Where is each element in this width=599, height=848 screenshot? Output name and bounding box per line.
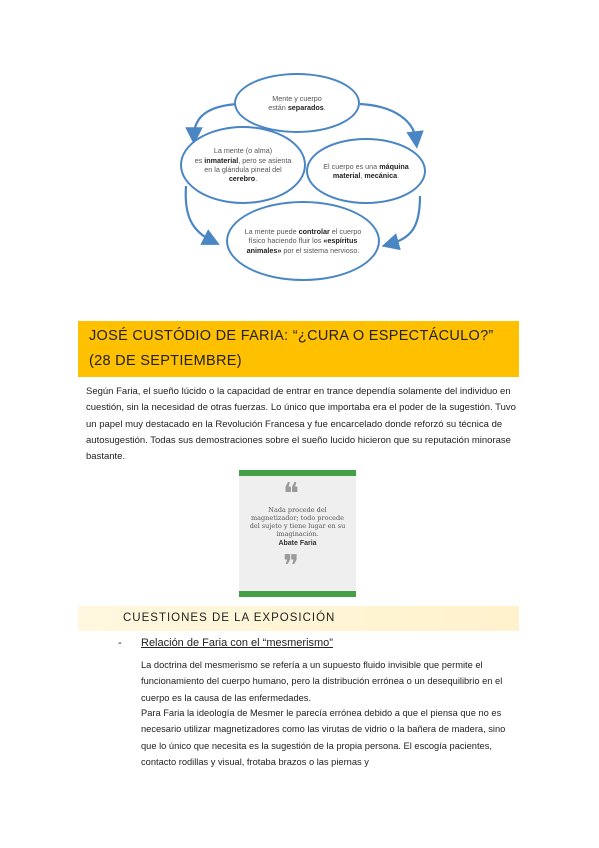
arrow-right-bottom — [381, 195, 422, 251]
intro-paragraph: Según Faria, el sueño lúcido o la capaci… — [86, 386, 516, 463]
quote-top-bar — [239, 470, 356, 476]
arrow-top-left — [185, 102, 239, 145]
arrow-top-right — [359, 102, 424, 149]
quote-author: Abate Faria — [278, 540, 317, 547]
quote-card: ❝ Nada procede del magnetizador; todo pr… — [239, 470, 356, 597]
quote-text: Nada procede del magnetizador; todo proc… — [249, 506, 346, 538]
list-item-title: Relación de Faria con el “mesmerismo” — [141, 637, 333, 649]
diagram-node-body-machine: El cuerpo es una máquina material, mecán… — [306, 138, 426, 204]
quote-bottom-bar — [239, 591, 356, 597]
list-bullet: - — [118, 637, 122, 649]
section-heading: CUESTIONES DE LA EXPOSICIÓN — [78, 606, 519, 631]
close-quote-icon: ❞ — [283, 549, 300, 584]
diagram-node-mind-controls: La mente puede controlar el cuerpo físic… — [226, 201, 380, 281]
list-item-body-1: La doctrina del mesmerismo se refería a … — [141, 660, 503, 703]
open-quote-icon: ❝ — [283, 477, 300, 512]
page-date: (28 DE SEPTIEMBRE) — [89, 353, 242, 369]
arrow-left-bottom — [184, 185, 220, 245]
diagram-arrows — [184, 102, 424, 251]
diagram-node-immaterial-mind: La mente (o alma)es inmaterial, pero se … — [180, 126, 306, 204]
list-item-body-2: Para Faria la ideología de Mesmer le par… — [141, 708, 506, 767]
title-banner: JOSÉ CUSTÓDIO DE FARIA: “¿CURA O ESPECTÁ… — [78, 321, 519, 377]
section-title: CUESTIONES DE LA EXPOSICIÓN — [123, 612, 336, 624]
page-title: JOSÉ CUSTÓDIO DE FARIA: “¿CURA O ESPECTÁ… — [89, 328, 494, 344]
